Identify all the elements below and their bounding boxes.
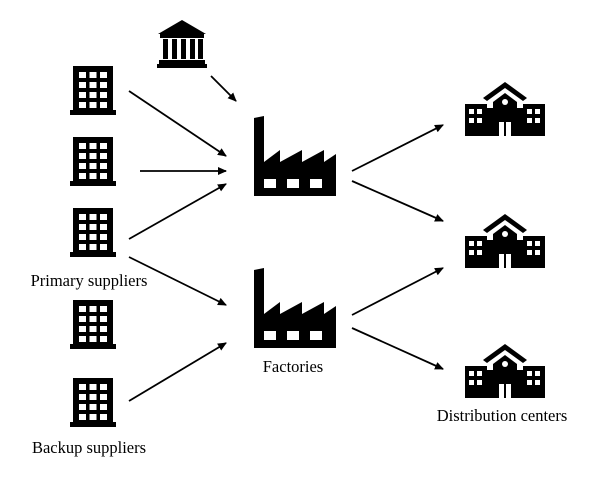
arrow-supplier-3-to-factory-2 [128, 256, 227, 306]
primary-suppliers-label: Primary suppliers [31, 271, 148, 290]
arrow-backup-to-factory-2 [128, 342, 227, 402]
factory-2-icon [254, 268, 336, 348]
distribution-center-3-icon [465, 344, 545, 398]
primary-supplier-3-icon [70, 208, 116, 257]
arrow-supplier-1-to-factory-1 [128, 90, 227, 157]
arrow-factory-1-to-dc-2 [351, 180, 444, 222]
arrow-factory-1-to-dc-1 [351, 124, 444, 172]
distribution-center-1-icon [465, 82, 545, 136]
backup-supplier-2-icon [70, 378, 116, 427]
distribution-centers-label: Distribution centers [437, 406, 568, 425]
arrow-supplier-3-to-factory-1 [128, 183, 227, 240]
distribution-center-2-icon [465, 214, 545, 268]
factories-label: Factories [263, 357, 323, 376]
factory-1-icon [254, 116, 336, 196]
primary-supplier-2-icon [70, 137, 116, 186]
arrow-factory-2-to-dc-2 [351, 267, 444, 316]
backup-supplier-1-icon [70, 300, 116, 349]
arrow-bank-to-factory-1 [210, 75, 237, 102]
arrow-factory-2-to-dc-3 [351, 327, 444, 370]
bank-icon [157, 20, 207, 68]
primary-supplier-1-icon [70, 66, 116, 115]
backup-suppliers-label: Backup suppliers [32, 438, 146, 457]
